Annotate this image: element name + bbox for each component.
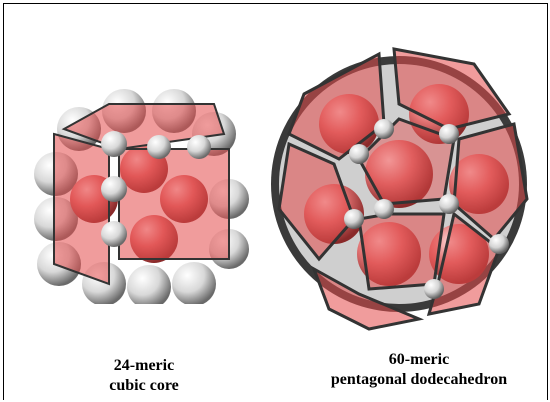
dodecahedron-caption-line2: pentagonal dodecahedron [289, 370, 549, 390]
dodecahedron-caption: 60-meric pentagonal dodecahedron [289, 350, 549, 390]
cubic-core-caption: 24-meric cubic core [64, 356, 224, 396]
dodecahedron-caption-line1: 60-meric [289, 350, 549, 370]
cube-faces [54, 104, 229, 284]
cubic-core-caption-line1: 24-meric [64, 356, 224, 376]
cubic-core-illustration [34, 89, 249, 304]
dodecahedron-faces [279, 49, 527, 329]
pentagonal-dodecahedron-illustration [259, 34, 539, 339]
cubic-core-caption-line2: cubic core [64, 376, 224, 396]
figure-frame: 24-meric cubic core 60-meric pentagonal … [3, 3, 548, 400]
